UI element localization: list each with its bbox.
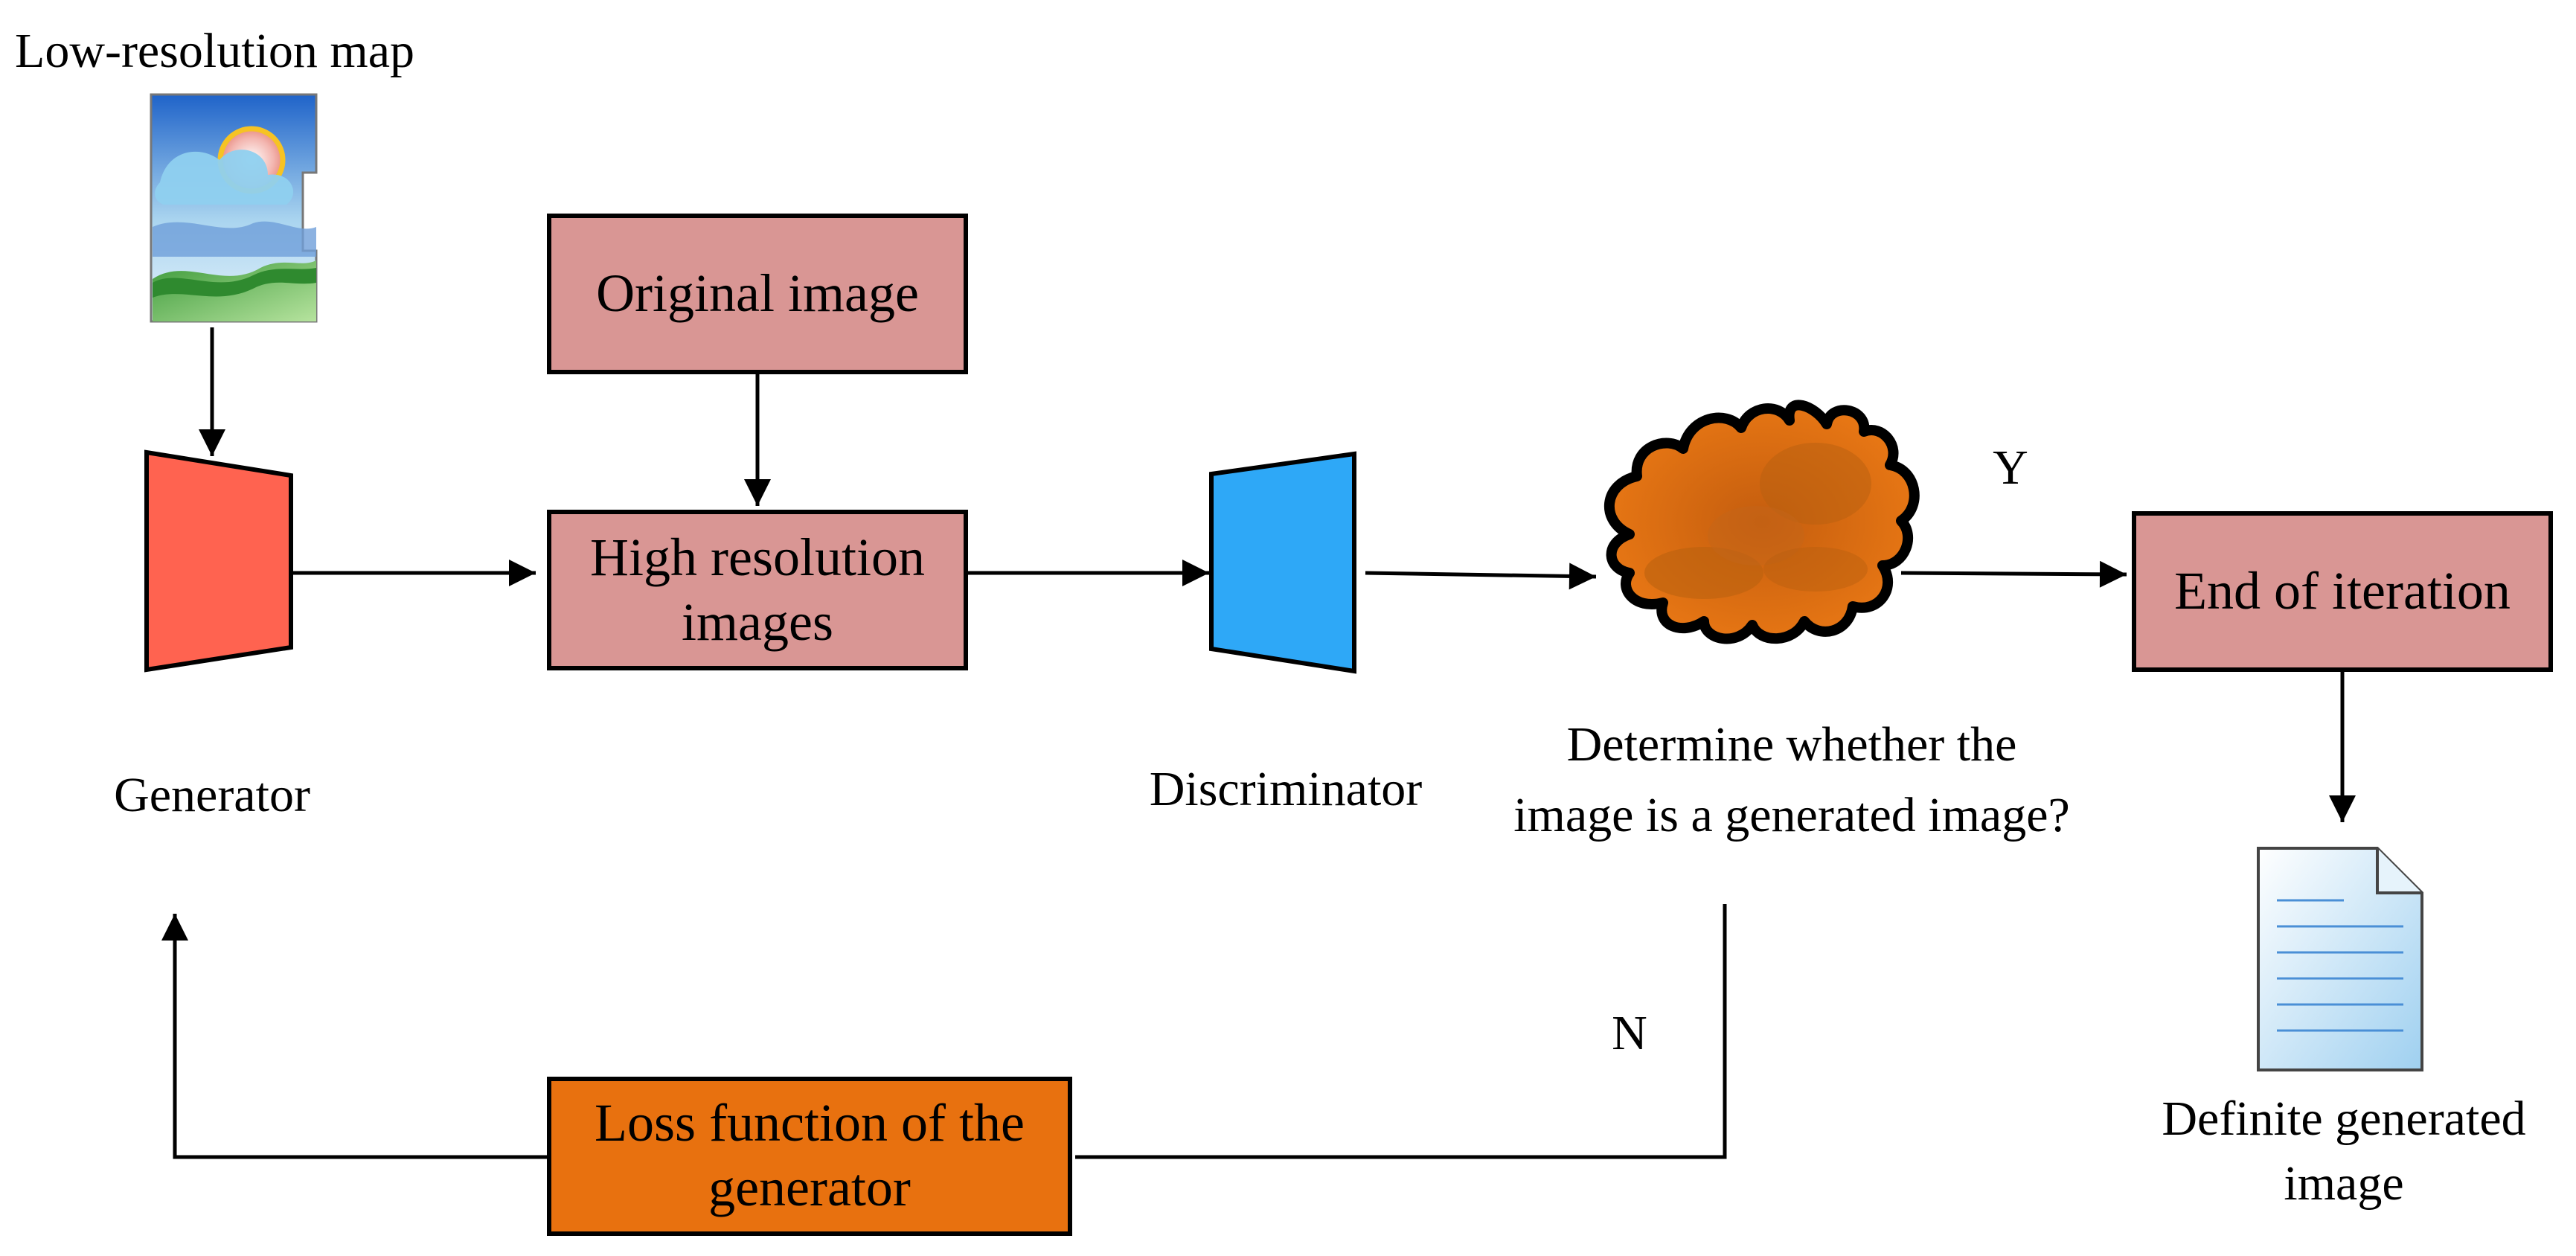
loss-function-box bbox=[547, 1077, 1072, 1236]
low-res-map-label: Low-resolution map bbox=[15, 24, 414, 78]
no-label: N bbox=[1612, 1006, 1647, 1060]
yes-label: Y bbox=[1993, 440, 2028, 495]
landscape-picture-icon bbox=[150, 93, 318, 323]
high-res-label-line2: images bbox=[682, 592, 833, 652]
feedback-line-cloud-down bbox=[1075, 904, 1727, 1159]
discriminator-trapezoid-icon bbox=[1209, 451, 1356, 674]
generator-trapezoid-icon bbox=[144, 449, 293, 673]
document-icon bbox=[2257, 847, 2423, 1071]
decision-question-line2: image is a generated image? bbox=[1513, 788, 2070, 842]
original-image-box bbox=[547, 214, 968, 374]
feedback-line-loss-to-generator bbox=[161, 914, 549, 1159]
generator-label: Generator bbox=[114, 768, 310, 822]
high-res-box bbox=[547, 510, 968, 670]
loss-function-label-line1: Loss function of the bbox=[595, 1093, 1025, 1153]
loss-function-label-line2: generator bbox=[708, 1158, 911, 1217]
cloud-icon bbox=[1604, 400, 1920, 644]
high-res-label-line1: High resolution bbox=[590, 528, 925, 587]
arrow-discriminator-to-cloud bbox=[1365, 563, 1597, 590]
arrow-cloud-to-end bbox=[1900, 560, 2127, 588]
discriminator-label: Discriminator bbox=[1150, 762, 1423, 816]
definite-image-label-line1: Definite generated bbox=[2162, 1092, 2525, 1146]
end-of-iteration-label: End of iteration bbox=[2174, 561, 2511, 621]
decision-question-line1: Determine whether the bbox=[1567, 717, 2017, 772]
original-image-label: Original image bbox=[596, 263, 919, 323]
definite-image-label-line2: image bbox=[2284, 1156, 2403, 1211]
